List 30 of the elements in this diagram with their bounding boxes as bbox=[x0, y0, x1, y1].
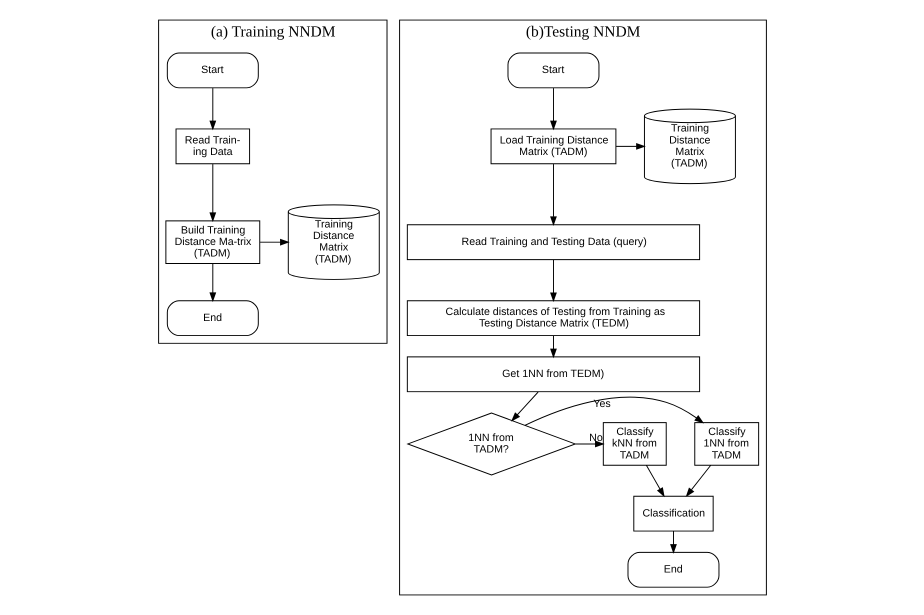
arrow bbox=[615, 142, 646, 150]
arrow bbox=[574, 440, 604, 448]
arrow bbox=[259, 238, 290, 246]
node-box: Read Train-ing Data bbox=[175, 128, 250, 164]
node-box: Build Training Distance Ma-trix (TADM) bbox=[164, 220, 260, 264]
arrow bbox=[550, 88, 556, 130]
arrow bbox=[670, 530, 676, 554]
node-box: Get 1NN from TEDM) bbox=[406, 356, 700, 392]
node-box: Classification bbox=[632, 496, 714, 532]
arrow bbox=[550, 335, 556, 358]
arrow bbox=[208, 263, 216, 302]
node-box: Classify kNN from TADM bbox=[602, 422, 666, 466]
arrow bbox=[208, 88, 216, 130]
arrow bbox=[645, 464, 664, 498]
node-box: Classify 1NN from TADM bbox=[694, 422, 759, 466]
node-box: Start bbox=[507, 52, 599, 88]
node-box: Start bbox=[166, 52, 258, 88]
arrow bbox=[510, 392, 538, 422]
arrow bbox=[685, 464, 711, 498]
arrow bbox=[524, 396, 704, 426]
node-box: End bbox=[166, 300, 258, 336]
arrow bbox=[550, 259, 556, 302]
node-box: End bbox=[627, 552, 719, 588]
arrow bbox=[208, 164, 216, 222]
edge-label: No bbox=[588, 432, 602, 444]
node-box: Read Training and Testing Data (query) bbox=[406, 224, 700, 260]
arrow bbox=[550, 164, 556, 226]
node-box: Load Training Distance Matrix (TADM) bbox=[490, 128, 616, 164]
node-box: Calculate distances of Testing from Training as Testing Distance Matrix (TEDM) bbox=[406, 300, 700, 336]
edge-label: Yes bbox=[592, 398, 610, 410]
